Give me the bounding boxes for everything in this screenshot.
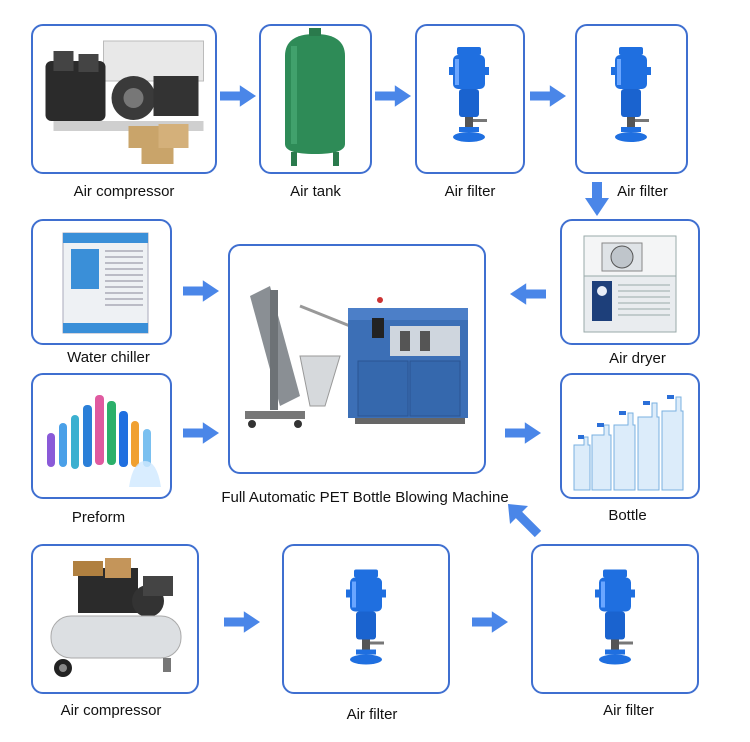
machine-box [228, 244, 486, 474]
air-compressor-icon [50, 558, 182, 677]
air-filter-icon [595, 569, 635, 665]
air-compressor-bottom-box [31, 544, 199, 694]
air-filter-icon [346, 569, 386, 665]
label-air-dryer: Air dryer [609, 350, 666, 367]
label-air-filter-2: Air filter [617, 183, 668, 200]
arrow-right-icon [375, 84, 411, 108]
label-preform: Preform [71, 509, 126, 526]
label-air-filter-1: Air filter [444, 183, 496, 200]
arrow-right-icon [472, 610, 508, 634]
air-dryer-box [560, 219, 700, 345]
air-filter-icon [449, 47, 489, 142]
preform-box [31, 373, 172, 499]
label-air-filter-3: Air filter [346, 706, 398, 723]
water-chiller-box [31, 219, 172, 345]
air-filter-2-box [575, 24, 688, 174]
air-filter-1-box [415, 24, 525, 174]
arrow-right-icon [224, 610, 260, 634]
air-filter-icon [611, 47, 651, 142]
label-water-chiller: Water chiller [67, 349, 150, 366]
water-chiller-icon [62, 232, 149, 334]
arrow-down-icon [585, 182, 609, 216]
label-air-compressor-top: Air compressor [73, 183, 175, 200]
air-tank-icon [285, 28, 345, 166]
arrow-right-icon [183, 421, 219, 445]
air-compressor-top-box [31, 24, 217, 174]
arrow-right-icon [183, 279, 219, 303]
label-bottle: Bottle [608, 507, 647, 524]
air-tank-box [259, 24, 372, 174]
preform-icon [47, 395, 161, 487]
bottle-box [560, 373, 700, 499]
label-air-tank: Air tank [290, 183, 341, 200]
label-air-compressor-bottom: Air compressor [60, 702, 162, 719]
arrow-left-icon [510, 283, 546, 305]
arrow-right-icon [220, 84, 256, 108]
label-machine: Full Automatic PET Bottle Blowing Machin… [221, 489, 509, 506]
arrow-right-icon [505, 421, 541, 445]
blowing-machine-icon [245, 286, 468, 428]
bottles-icon [573, 395, 684, 491]
air-filter-4-box [531, 544, 699, 694]
arrow-right-icon [530, 84, 566, 108]
industrial-air-compressor-icon [45, 40, 204, 164]
label-air-filter-4: Air filter [603, 702, 654, 719]
arrow-up-left-icon [508, 504, 542, 538]
air-dryer-icon [583, 235, 677, 333]
air-filter-3-box [282, 544, 450, 694]
